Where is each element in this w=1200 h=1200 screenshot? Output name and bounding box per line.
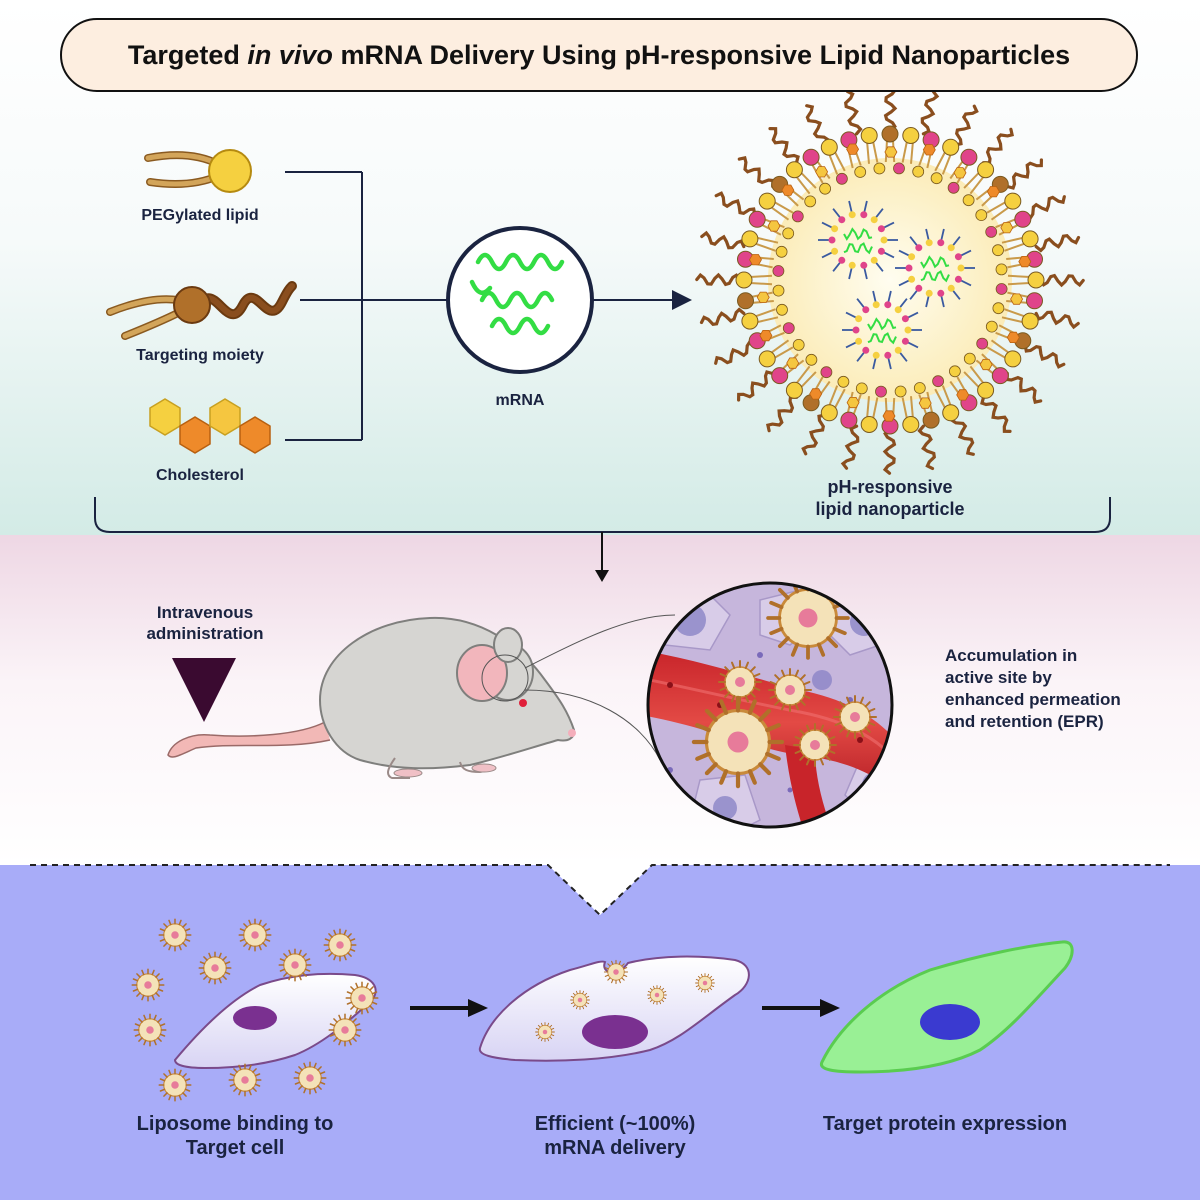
administration-label-line-2: administration [146, 624, 264, 643]
cholesterol-label: Cholesterol [155, 467, 244, 484]
injection-triangle-icon [172, 658, 236, 722]
nanoparticle-label-line-1: pH-responsive [827, 477, 953, 497]
accumulation-label-line-2: active site by [945, 668, 1052, 687]
protein-expression-cell [819, 940, 1074, 1074]
down-arrow-head [595, 570, 609, 582]
step-arrow-1-head [468, 999, 488, 1017]
page-title: Targeted in vivo mRNA Delivery Using pH-… [128, 40, 1070, 71]
dashed-separator [30, 864, 1170, 917]
pegylated-lipid-icon [144, 149, 252, 193]
binding-step-label-line-1: Liposome binding to [136, 1113, 334, 1135]
pegylated-lipid-label: PEGylated lipid [141, 207, 259, 224]
step-arrow-2-head [820, 999, 840, 1017]
mrna-label: mRNA [495, 392, 545, 409]
right-arrow-head [672, 290, 692, 310]
component-connector [285, 171, 675, 441]
cholesterol-icon [149, 398, 271, 454]
accumulation-label-line-3: enhanced permeation [945, 690, 1121, 709]
mrna-delivery-cell [478, 955, 750, 1062]
delivery-step-label-line-2: mRNA delivery [544, 1137, 686, 1159]
binding-step-label-line-2: Target cell [185, 1137, 285, 1159]
accumulation-label-line-4: and retention (EPR) [945, 712, 1104, 731]
title-part-1: Targeted [127, 39, 248, 70]
title-part-2: mRNA Delivery Using pH-responsive Lipid … [332, 39, 1071, 70]
title-italic: in vivo [247, 39, 333, 70]
title-box: Targeted in vivo mRNA Delivery Using pH-… [60, 18, 1138, 92]
targeting-moiety-label: Targeting moiety [136, 347, 264, 364]
administration-label: Intravenous administration [130, 602, 280, 644]
delivery-step-label: Efficient (~100%) mRNA delivery [500, 1112, 730, 1160]
nanoparticle-label-line-2: lipid nanoparticle [815, 499, 965, 519]
delivery-step-label-line-1: Efficient (~100%) [534, 1113, 696, 1135]
targeting-moiety-icon [106, 281, 297, 340]
accumulation-label-line-1: Accumulation in [945, 646, 1078, 665]
mrna-icon [446, 226, 594, 374]
expression-step-label: Target protein expression [822, 1113, 1068, 1135]
binding-step-label: Liposome binding to Target cell [120, 1112, 350, 1160]
administration-label-line-1: Intravenous [156, 603, 254, 622]
accumulation-label: Accumulation in active site by enhanced … [945, 645, 1165, 733]
target-cell-binding [131, 918, 379, 1102]
mouse-icon [167, 614, 676, 779]
nanoparticle-label: pH-responsive lipid nanoparticle [790, 476, 990, 520]
lipid-nanoparticle-icon [695, 85, 1085, 475]
